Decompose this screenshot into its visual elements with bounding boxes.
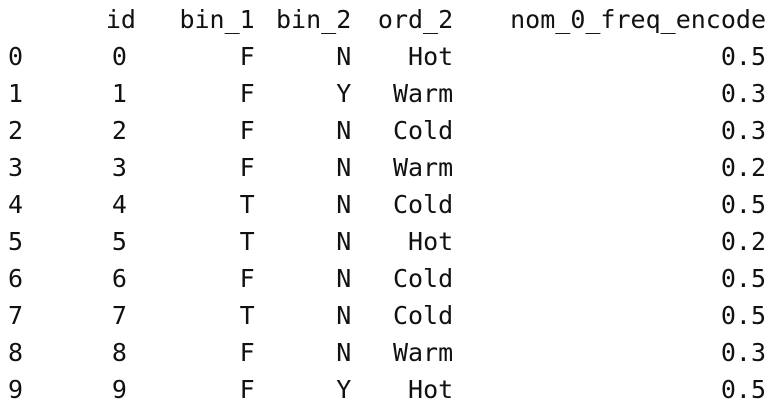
- row-index: 9: [8, 375, 24, 404]
- row-index: 8: [8, 338, 24, 367]
- table-header: id bin_1 bin_2 ord_2 nom_0_freq_encode: [6, 1, 766, 38]
- cell-bin-2: N: [336, 264, 352, 293]
- table-row: 7 7 T N Cold 0.5: [6, 297, 766, 334]
- cell-ord-2: Warm: [392, 338, 454, 367]
- cell-nom-0-freq-encode: 0.3: [720, 338, 766, 367]
- cell-id: 8: [111, 338, 127, 367]
- cell-bin-2: N: [336, 42, 352, 71]
- cell-id: 0: [111, 42, 127, 71]
- header-row: id bin_1 bin_2 ord_2 nom_0_freq_encode: [6, 1, 766, 38]
- cell-nom-0-freq-encode: 0.5: [720, 190, 766, 219]
- dataframe-table: id bin_1 bin_2 ord_2 nom_0_freq_encode 0…: [6, 1, 766, 408]
- cell-bin-1: F: [239, 264, 255, 293]
- cell-nom-0-freq-encode: 0.5: [720, 375, 766, 404]
- cell-bin-1: F: [239, 116, 255, 145]
- row-index: 7: [8, 301, 24, 330]
- table-row: 1 1 F Y Warm 0.3: [6, 75, 766, 112]
- header-bin-2: bin_2: [275, 5, 352, 34]
- header-nom-0-freq-encode: nom_0_freq_encode: [510, 5, 766, 34]
- cell-ord-2: Hot: [408, 227, 454, 256]
- table-row: 4 4 T N Cold 0.5: [6, 186, 766, 223]
- cell-nom-0-freq-encode: 0.5: [720, 264, 766, 293]
- table-row: 2 2 F N Cold 0.3: [6, 112, 766, 149]
- table-row: 5 5 T N Hot 0.2: [6, 223, 766, 260]
- cell-nom-0-freq-encode: 0.5: [720, 301, 766, 330]
- cell-bin-2: N: [336, 190, 352, 219]
- cell-ord-2: Hot: [408, 375, 454, 404]
- cell-ord-2: Cold: [392, 190, 454, 219]
- row-index: 4: [8, 190, 24, 219]
- cell-id: 9: [111, 375, 127, 404]
- cell-ord-2: Cold: [392, 264, 454, 293]
- cell-ord-2: Warm: [392, 79, 454, 108]
- row-index: 6: [8, 264, 24, 293]
- cell-bin-1: F: [239, 79, 255, 108]
- cell-bin-1: F: [239, 153, 255, 182]
- table-row: 3 3 F N Warm 0.2: [6, 149, 766, 186]
- cell-ord-2: Cold: [392, 301, 454, 330]
- cell-bin-2: Y: [336, 79, 352, 108]
- cell-id: 4: [111, 190, 127, 219]
- table-row: 9 9 F Y Hot 0.5: [6, 371, 766, 408]
- cell-bin-2: N: [336, 227, 352, 256]
- row-index: 3: [8, 153, 24, 182]
- cell-nom-0-freq-encode: 0.5: [720, 42, 766, 71]
- cell-bin-2: N: [336, 153, 352, 182]
- cell-bin-2: N: [336, 338, 352, 367]
- header-bin-1: bin_1: [179, 5, 255, 34]
- header-ord-2: ord_2: [377, 5, 454, 34]
- cell-ord-2: Warm: [392, 153, 454, 182]
- cell-bin-2: Y: [336, 375, 352, 404]
- cell-bin-2: N: [336, 301, 352, 330]
- cell-bin-1: F: [239, 338, 255, 367]
- table-row: 8 8 F N Warm 0.3: [6, 334, 766, 371]
- header-id: id: [105, 5, 136, 34]
- table-row: 0 0 F N Hot 0.5: [6, 38, 766, 75]
- cell-id: 1: [111, 79, 127, 108]
- cell-nom-0-freq-encode: 0.2: [720, 153, 766, 182]
- row-index: 2: [8, 116, 24, 145]
- header-index: [6, 1, 50, 38]
- cell-bin-1: T: [239, 301, 255, 330]
- table-row: 6 6 F N Cold 0.5: [6, 260, 766, 297]
- cell-bin-1: T: [239, 190, 255, 219]
- cell-id: 5: [111, 227, 127, 256]
- cell-ord-2: Hot: [408, 42, 454, 71]
- cell-nom-0-freq-encode: 0.2: [720, 227, 766, 256]
- row-index: 5: [8, 227, 24, 256]
- cell-id: 2: [111, 116, 127, 145]
- cell-bin-1: F: [239, 375, 255, 404]
- cell-bin-1: T: [239, 227, 255, 256]
- cell-bin-2: N: [336, 116, 352, 145]
- cell-ord-2: Cold: [392, 116, 454, 145]
- cell-bin-1: F: [239, 42, 255, 71]
- cell-id: 3: [111, 153, 127, 182]
- cell-id: 7: [111, 301, 127, 330]
- row-index: 0: [8, 42, 24, 71]
- cell-nom-0-freq-encode: 0.3: [720, 116, 766, 145]
- row-index: 1: [8, 79, 24, 108]
- cell-nom-0-freq-encode: 0.3: [720, 79, 766, 108]
- cell-id: 6: [111, 264, 127, 293]
